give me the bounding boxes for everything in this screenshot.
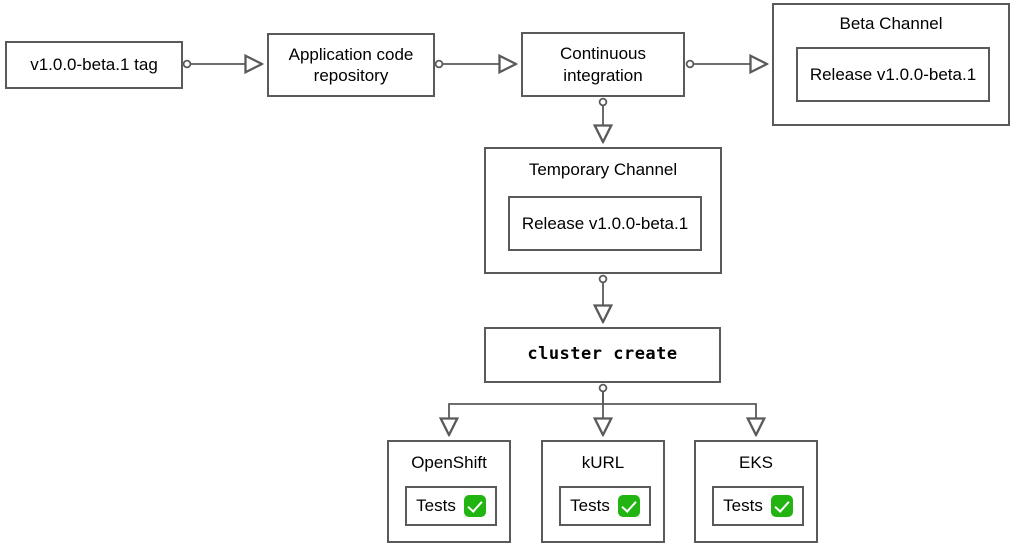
node-openshift-tests[interactable]: Tests bbox=[405, 486, 497, 526]
node-app-code-repository[interactable]: Application code repository bbox=[267, 33, 435, 97]
node-kurl-tests-label: Tests bbox=[570, 496, 610, 516]
edge-source-dot bbox=[434, 59, 444, 69]
node-beta-channel-release-label: Release v1.0.0-beta.1 bbox=[809, 64, 977, 84]
edge-source-dot bbox=[598, 274, 608, 284]
node-temporary-channel-release-label: Release v1.0.0-beta.1 bbox=[521, 213, 689, 233]
edge-source-dot bbox=[598, 97, 608, 107]
node-tag[interactable]: v1.0.0-beta.1 tag bbox=[5, 41, 183, 89]
green-check-icon bbox=[617, 495, 640, 517]
node-openshift-label: OpenShift bbox=[411, 453, 487, 472]
node-continuous-integration-label: Continuous integration bbox=[559, 44, 646, 85]
node-eks-tests-label: Tests bbox=[723, 496, 763, 516]
edge-source-dot bbox=[685, 59, 695, 69]
node-temporary-channel-release[interactable]: Release v1.0.0-beta.1 bbox=[508, 196, 702, 251]
edge-source-dot bbox=[182, 59, 192, 69]
edge-cluster-to-eks bbox=[602, 391, 756, 436]
node-kurl[interactable]: kURL Tests bbox=[541, 440, 665, 543]
node-kurl-tests[interactable]: Tests bbox=[559, 486, 651, 526]
node-eks[interactable]: EKS Tests bbox=[694, 440, 818, 543]
node-continuous-integration[interactable]: Continuous integration bbox=[521, 32, 685, 97]
node-tag-label: v1.0.0-beta.1 tag bbox=[30, 55, 158, 75]
node-beta-channel[interactable]: Beta Channel Release v1.0.0-beta.1 bbox=[772, 3, 1010, 126]
node-temporary-channel-label: Temporary Channel bbox=[528, 160, 678, 179]
green-check-icon bbox=[770, 495, 793, 517]
node-beta-channel-release[interactable]: Release v1.0.0-beta.1 bbox=[796, 47, 990, 102]
node-eks-tests[interactable]: Tests bbox=[712, 486, 804, 526]
node-eks-label: EKS bbox=[738, 453, 774, 472]
green-check-icon bbox=[463, 495, 486, 517]
node-cluster-create-label: cluster create bbox=[527, 344, 678, 365]
node-openshift[interactable]: OpenShift Tests bbox=[387, 440, 511, 543]
node-app-code-repository-label: Application code repository bbox=[288, 44, 414, 85]
edge-source-dot bbox=[598, 383, 608, 393]
node-kurl-label: kURL bbox=[581, 453, 625, 472]
node-openshift-tests-label: Tests bbox=[416, 496, 456, 516]
node-beta-channel-label: Beta Channel bbox=[839, 14, 943, 33]
edge-cluster-to-openshift bbox=[449, 391, 604, 436]
node-cluster-create[interactable]: cluster create bbox=[484, 327, 721, 383]
node-temporary-channel[interactable]: Temporary Channel Release v1.0.0-beta.1 bbox=[484, 147, 722, 274]
